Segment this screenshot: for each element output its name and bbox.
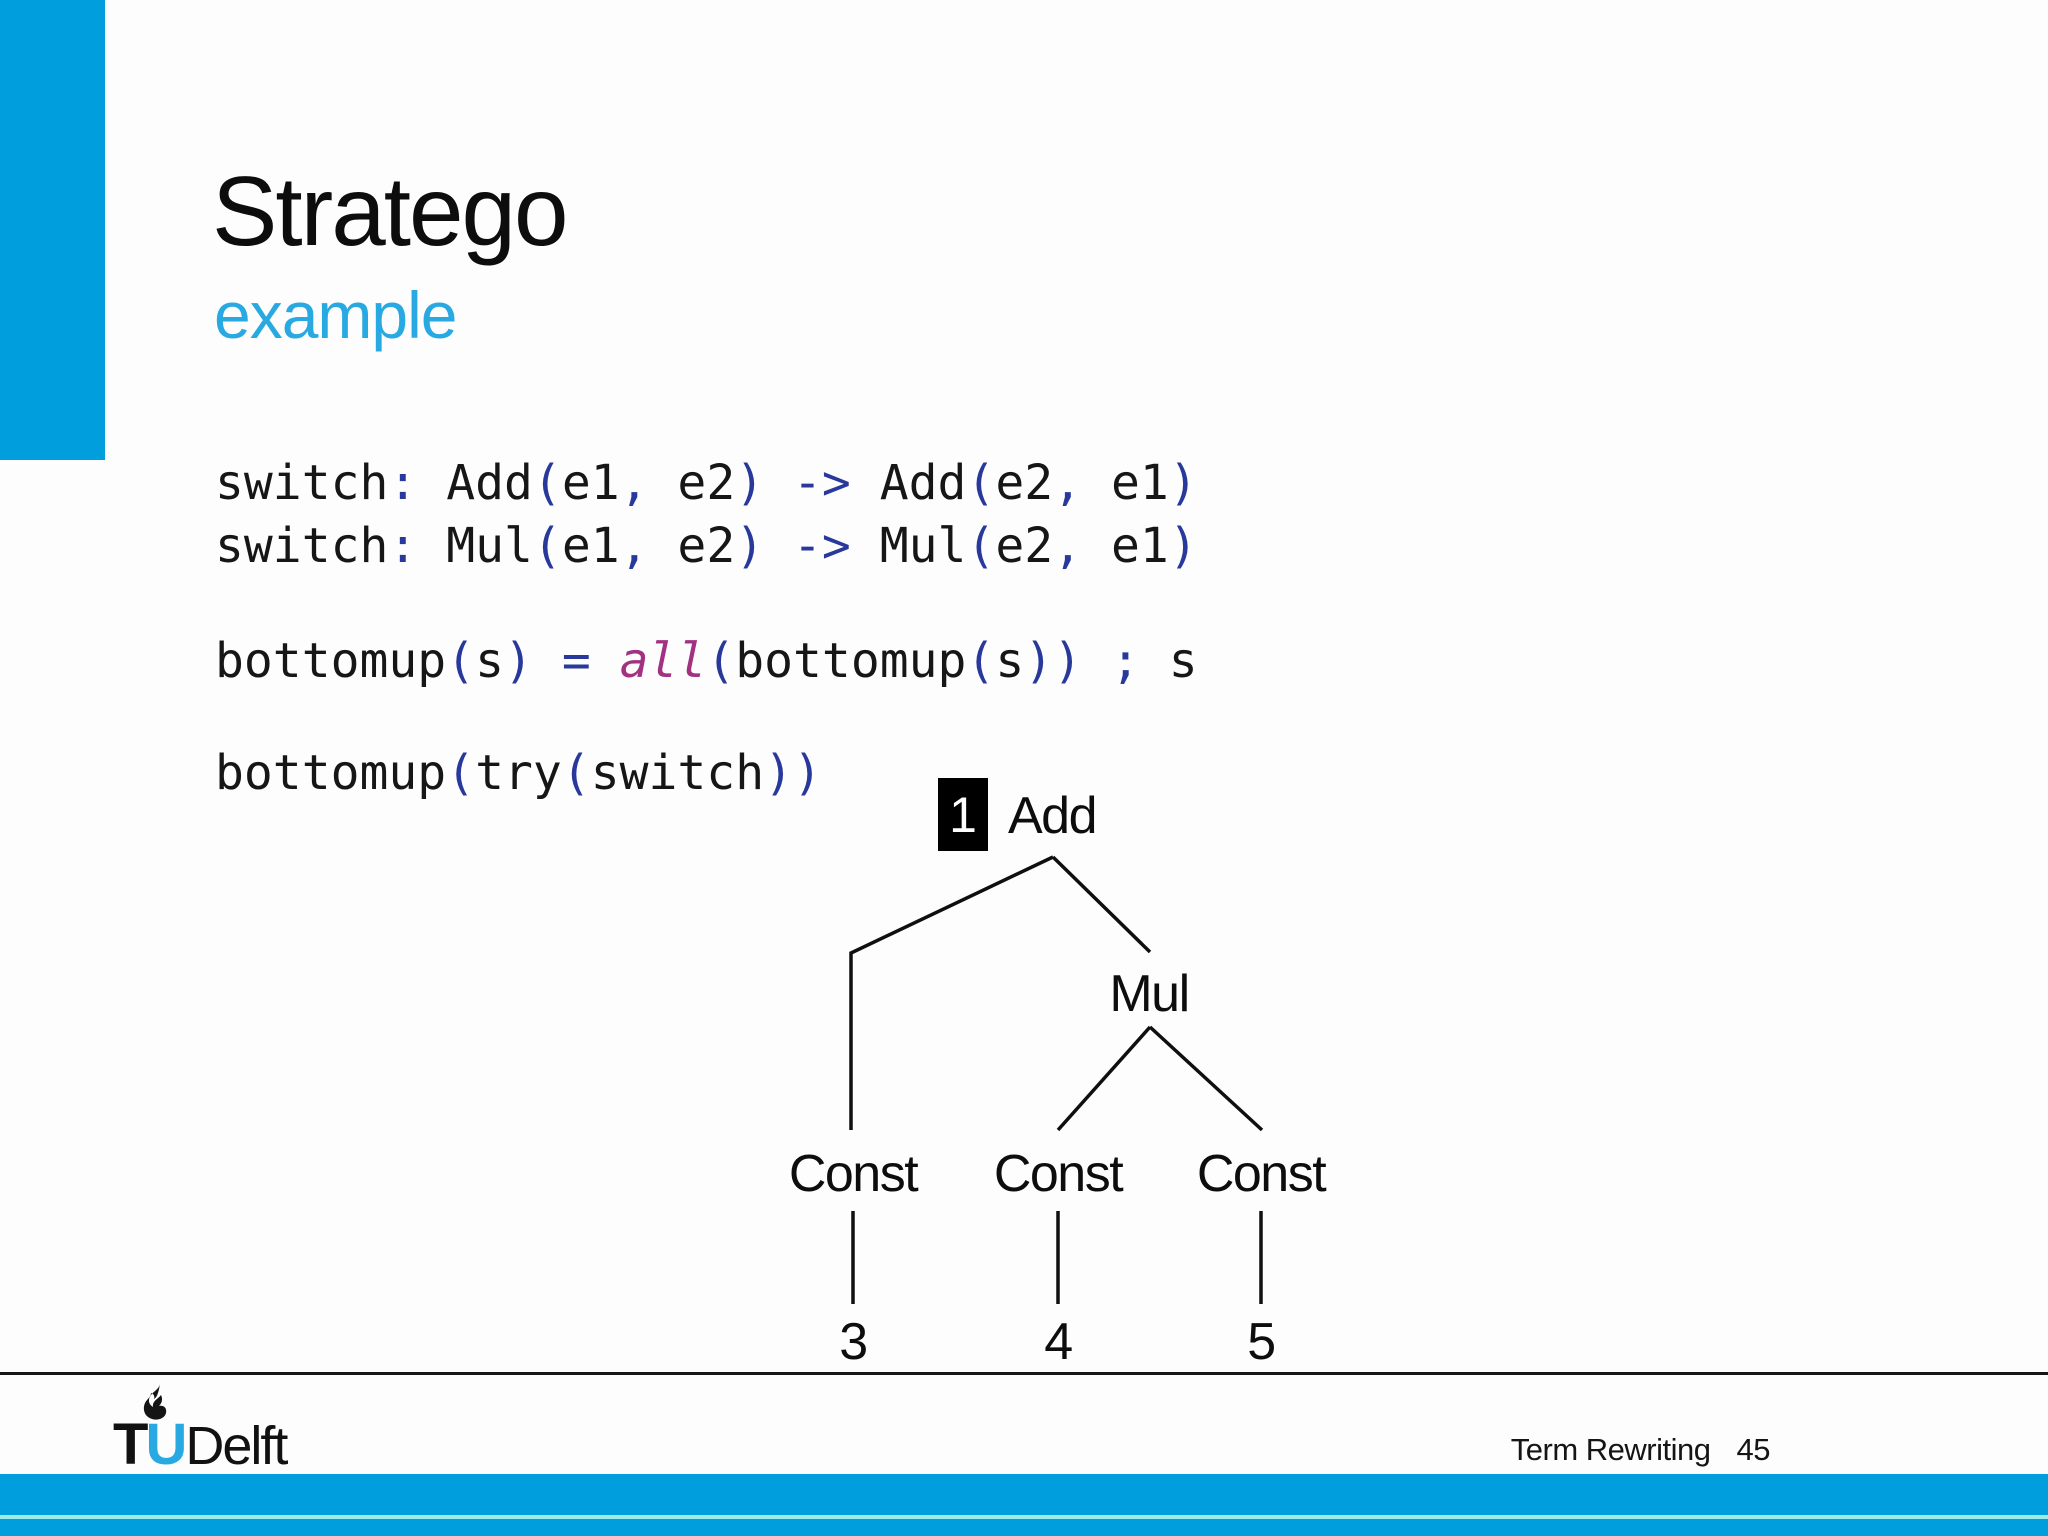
- tree-leaf-3: 3: [839, 1313, 868, 1371]
- tree-leaf-5: 5: [1247, 1313, 1276, 1371]
- edge-add-to-mul: [1051, 855, 1152, 954]
- edge-mul-to-const-mid: [1056, 1025, 1152, 1132]
- tree-node-const-right: Const: [1196, 1145, 1327, 1203]
- flame-icon: [143, 1384, 167, 1420]
- edge-mul-to-const-right: [1148, 1025, 1264, 1132]
- footer-divider: [0, 1372, 2048, 1375]
- logo-word-delft: Delft: [185, 1416, 288, 1476]
- logo-letter-t: T: [113, 1412, 148, 1477]
- course-name: Term Rewriting: [1510, 1432, 1711, 1467]
- bottom-accent-bar: [0, 1474, 2048, 1536]
- code-line-switch-mul: switch: Mul(e1, e2) -> Mul(e2, e1): [215, 518, 1198, 574]
- tree-leaf-4: 4: [1044, 1313, 1073, 1371]
- tree-node-add: Add: [1008, 787, 1098, 845]
- left-accent-band: [0, 0, 105, 460]
- footer-note: Term Rewriting 45: [1510, 1432, 1771, 1467]
- code-line-bottomup-def: bottomup(s) = all(bottomup(s)) ; s: [215, 633, 1198, 689]
- tree-node-const-mid: Const: [993, 1145, 1124, 1203]
- logo-letter-u: U: [145, 1412, 187, 1477]
- slide-title: Stratego: [212, 156, 568, 266]
- tree-node-mul: Mul: [1109, 965, 1190, 1023]
- tree-node-const-left: Const: [788, 1145, 919, 1203]
- code-line-bottomup-try: bottomup(try(switch)): [215, 745, 822, 801]
- code-line-switch-add: switch: Add(e1, e2) -> Add(e2, e1): [215, 455, 1198, 511]
- page-number: 45: [1736, 1432, 1771, 1467]
- bottom-bar-highlight-line: [0, 1515, 2048, 1519]
- step-badge: 1: [938, 778, 988, 851]
- slide-subtitle: example: [214, 278, 457, 352]
- edge-add-to-const-left: [849, 855, 1054, 1130]
